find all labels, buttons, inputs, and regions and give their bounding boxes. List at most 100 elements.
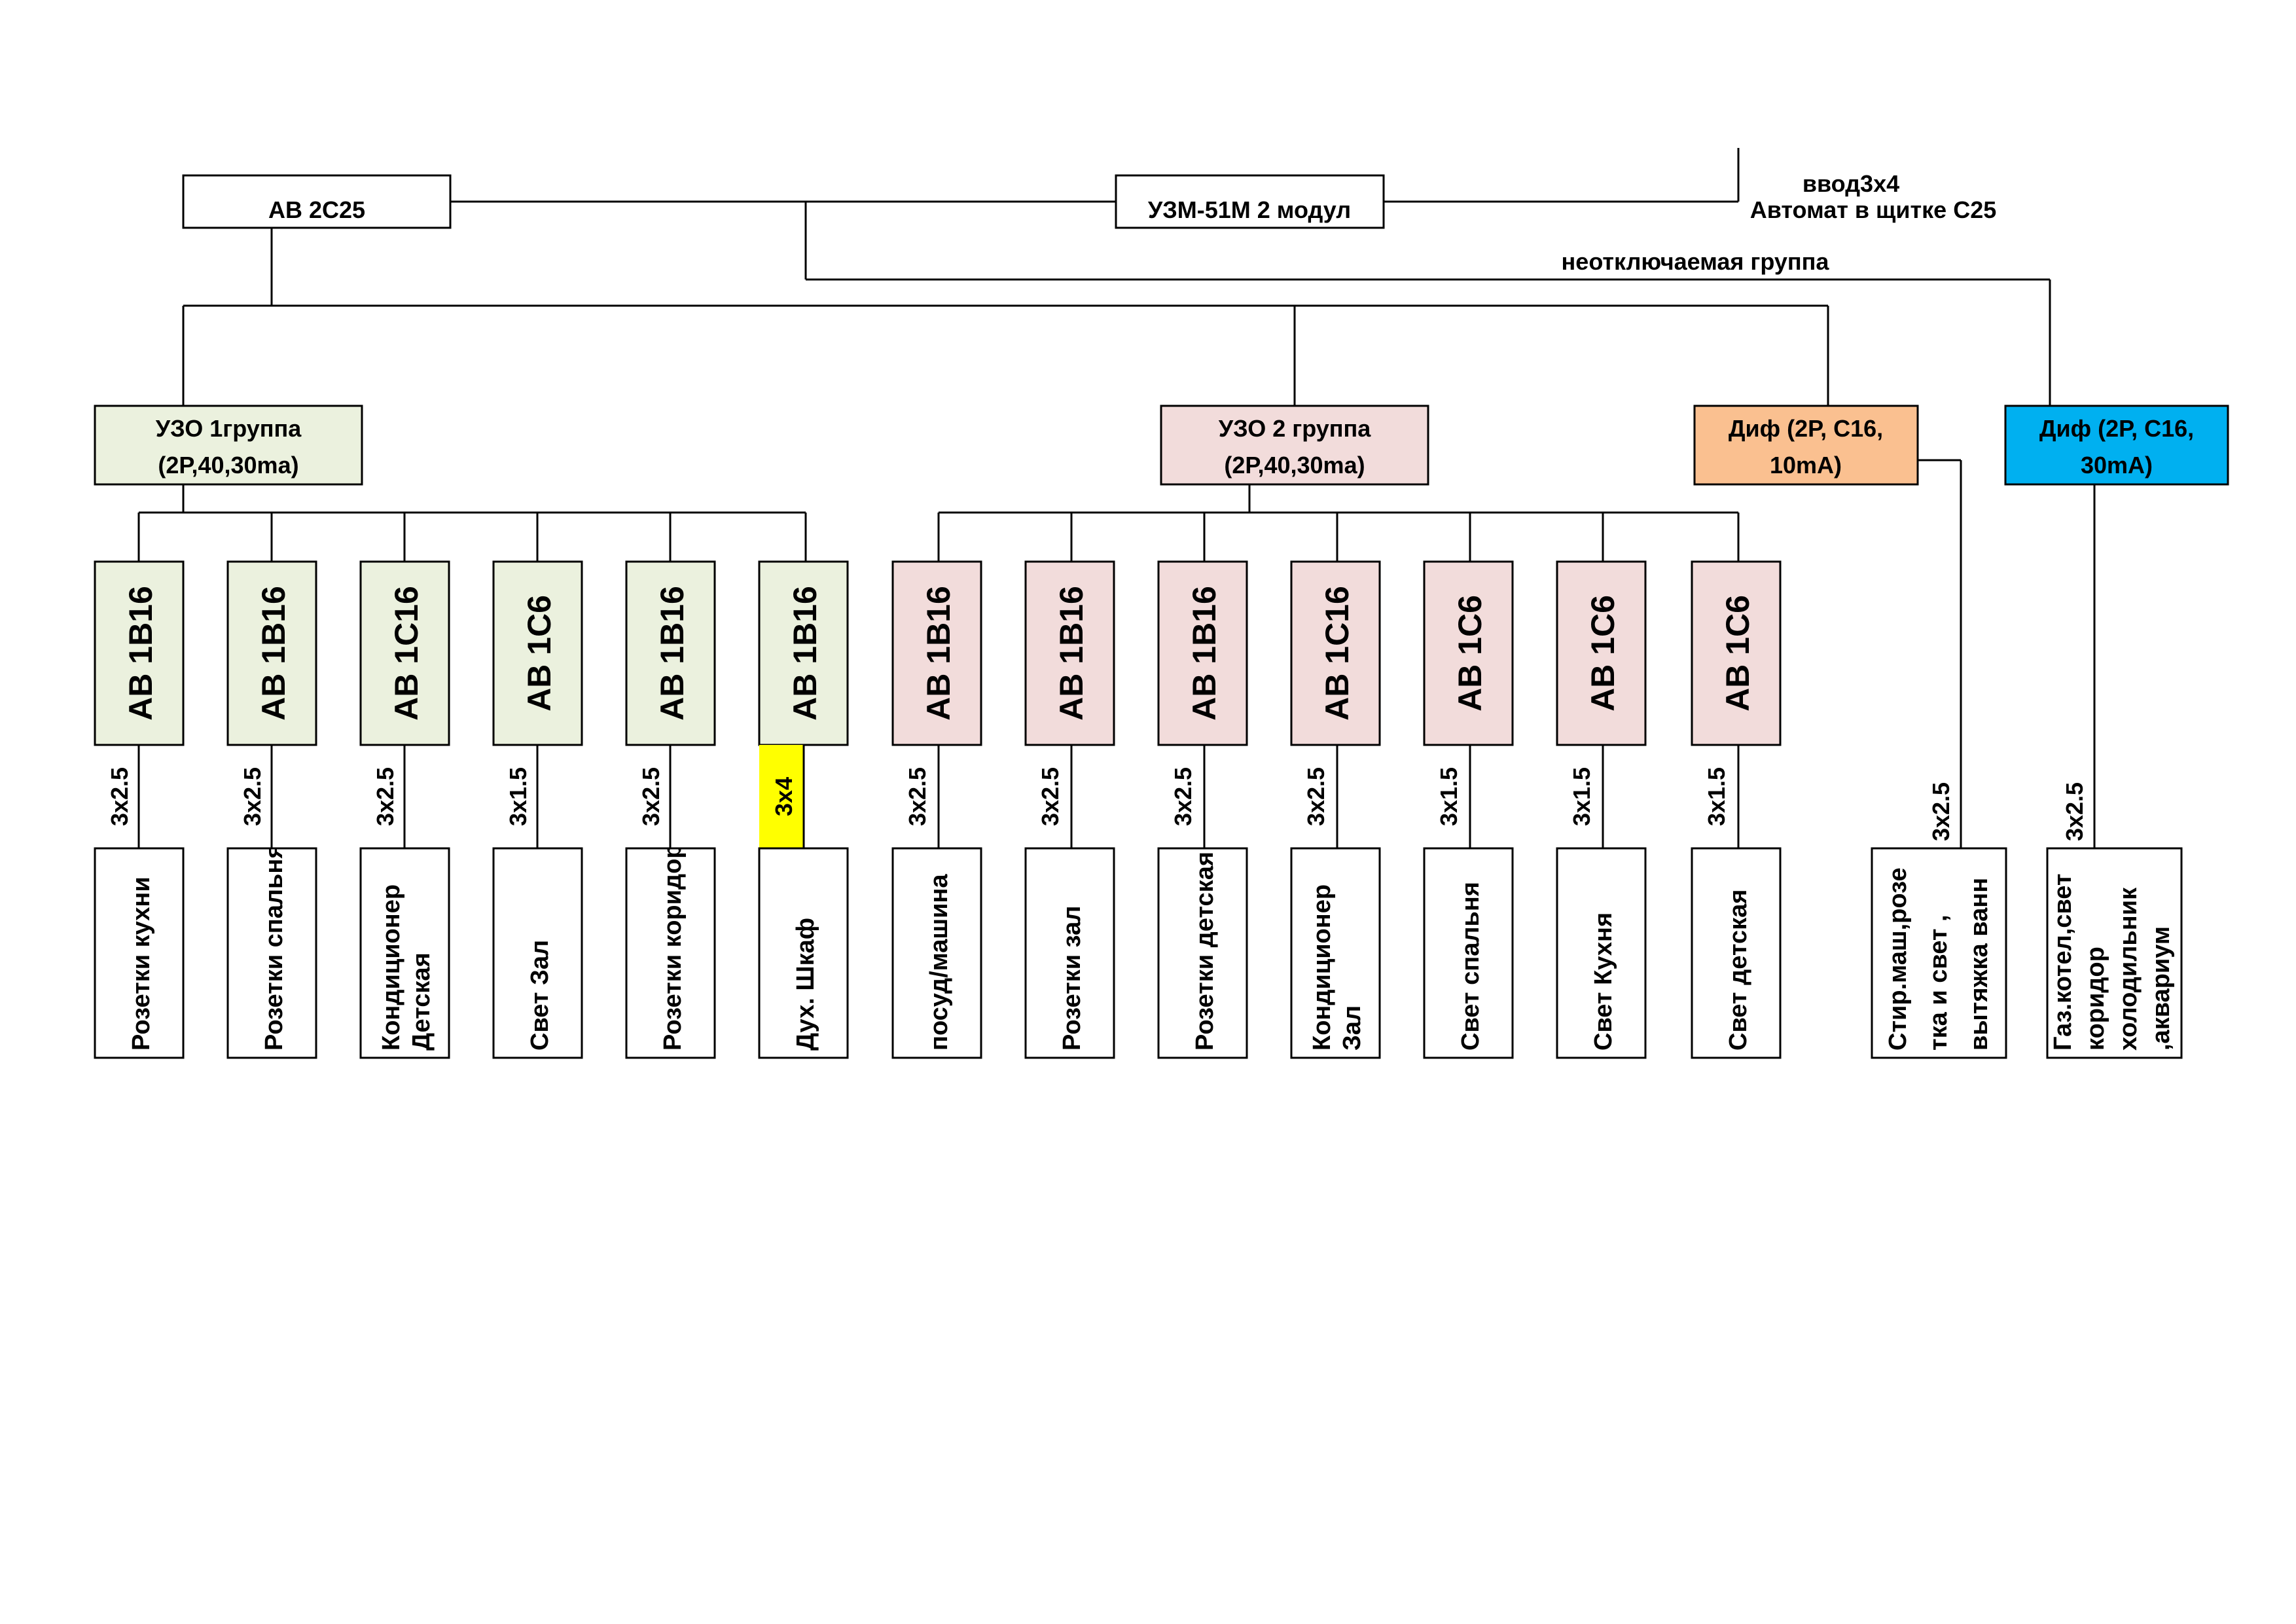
circuit-5: АВ 1В16 3х2.5 Розетки коридор	[625, 513, 716, 1059]
dif-breaker-10ma: Диф (2Р, С16, 10mA)	[1693, 405, 1919, 486]
load-8	[1024, 847, 1115, 1059]
dif-breaker-10ma-title: Диф (2Р, С16,	[1729, 415, 1883, 442]
circuit-9: АВ 1В16 3х2.5 Розетки детская	[1157, 513, 1248, 1059]
dif-load-2-line4: ,аквариум	[2147, 926, 2175, 1051]
load-12-label: Свет Кухня	[1590, 912, 1617, 1051]
cable-6-highlight	[759, 745, 804, 848]
cable-10-label: 3х2.5	[1302, 767, 1329, 826]
load-1-label: Розетки кухни	[128, 876, 155, 1051]
breaker-13-label: АВ 1С6	[1719, 595, 1756, 712]
circuit-1: АВ 1В16 3х2.5 Розетки кухни	[94, 513, 185, 1059]
dif-load-1-line3: вытяжка ванн	[1965, 878, 1993, 1051]
breaker-5-label: АВ 1В16	[654, 586, 691, 721]
circuit-11: АВ 1С6 3х1.5 Свет спальня	[1423, 513, 1514, 1059]
cable-7-label: 3х2.5	[904, 767, 931, 826]
dif-cable-2-label: 3х2.5	[2061, 782, 2088, 841]
load-4-label: Свет Зал	[526, 940, 554, 1051]
input-cable-label: ввод3х4	[1803, 170, 1899, 197]
cable-5-label: 3х2.5	[637, 767, 664, 826]
dif-load-1-line1: Стир.маш,розе	[1884, 867, 1912, 1051]
main-breaker: АВ 2С25	[182, 174, 452, 229]
load-5	[625, 847, 716, 1059]
breaker-2	[226, 560, 317, 746]
dif-load-1	[1871, 847, 2007, 1059]
dif-load-2	[2046, 847, 2183, 1059]
load-1	[94, 847, 185, 1059]
breaker-11-label: АВ 1С6	[1452, 595, 1488, 712]
breaker-9-label: АВ 1В16	[1186, 586, 1223, 721]
rcd-group-2-rating: (2Р,40,30ma)	[1224, 452, 1365, 478]
load-7	[891, 847, 982, 1059]
breaker-9	[1157, 560, 1248, 746]
load-3-label-line1: Кондиционер	[378, 884, 405, 1051]
cable-1-label: 3х2.5	[106, 767, 133, 826]
cable-12-label: 3х1.5	[1568, 767, 1595, 826]
load-13-label: Свет детская	[1725, 890, 1752, 1051]
cable-11-label: 3х1.5	[1435, 767, 1462, 826]
breaker-8-label: АВ 1В16	[1053, 586, 1090, 721]
load-7-label: посуд/машина	[925, 874, 953, 1051]
cable-2-label: 3х2.5	[239, 767, 266, 826]
circuit-3: АВ 1С16 3х2.5 Кондиционер Детская	[359, 513, 450, 1059]
rcd-group-1: УЗО 1группа (2Р,40,30ma)	[94, 405, 363, 486]
breaker-1	[94, 560, 185, 746]
breaker-10-label: АВ 1С16	[1319, 586, 1355, 721]
input-breaker-label: Автомат в щитке С25	[1750, 196, 1997, 223]
load-11-label: Свет спальня	[1457, 882, 1484, 1051]
dif-load-1-line2: тка и свет ,	[1925, 914, 1952, 1051]
dif-breaker-30ma-rating: 30mA)	[2081, 452, 2153, 478]
circuit-4: АВ 1С6 3х1.5 Свет Зал	[492, 513, 583, 1059]
load-11	[1423, 847, 1514, 1059]
load-6	[758, 847, 849, 1059]
load-3	[359, 847, 450, 1059]
cable-4-label: 3х1.5	[505, 767, 531, 826]
load-10-label-line1: Кондиционер	[1308, 884, 1336, 1051]
dif-cable-1-label: 3х2.5	[1928, 782, 1954, 841]
rcd-group-2: УЗО 2 группа (2Р,40,30ma)	[1160, 405, 1429, 486]
dif-circuit-1: 3х2.5 Стир.маш,розе тка и свет , вытяжка…	[1871, 782, 2007, 1059]
load-3-label-line2: Детская	[408, 952, 435, 1051]
breaker-4-label: АВ 1С6	[521, 595, 558, 712]
dif-breaker-30ma: Диф (2Р, С16, 30mA)	[2004, 405, 2229, 486]
load-12	[1556, 847, 1647, 1059]
breaker-2-label: АВ 1В16	[255, 586, 292, 721]
breaker-6	[758, 560, 849, 746]
cable-13-label: 3х1.5	[1703, 767, 1730, 826]
load-2-label: Розетки спальня	[260, 844, 288, 1051]
circuit-8: АВ 1В16 3х2.5 Розетки зал	[1024, 513, 1115, 1059]
rcd-group-1-rating: (2Р,40,30ma)	[158, 452, 298, 478]
breaker-10	[1290, 560, 1381, 746]
cable-9-label: 3х2.5	[1170, 767, 1196, 826]
dif-breaker-30ma-title: Диф (2Р, С16,	[2039, 415, 2194, 442]
breaker-3-label: АВ 1С16	[388, 586, 425, 721]
breaker-4	[492, 560, 583, 746]
breaker-1-label: АВ 1В16	[122, 586, 159, 721]
breaker-7	[891, 560, 982, 746]
load-2	[226, 847, 317, 1059]
rcd-group-1-title: УЗО 1группа	[156, 415, 302, 442]
circuit-13: АВ 1С6 3х1.5 Свет детская	[1691, 513, 1782, 1059]
circuit-6: АВ 1В16 3х4 Дух. Шкаф	[758, 513, 849, 1059]
unswitched-group-label: неотключаемая группа	[1562, 248, 1830, 275]
circuit-12: АВ 1С6 3х1.5 Свет Кухня	[1556, 513, 1647, 1059]
circuit-2: АВ 1В16 3х2.5 Розетки спальня	[226, 513, 317, 1059]
dif-circuit-2: 3х2.5 Газ.котел,свет коридор холодильник…	[2046, 782, 2183, 1059]
breaker-7-label: АВ 1В16	[920, 586, 957, 721]
voltage-relay: УЗМ-51М 2 модул	[1115, 174, 1385, 229]
breaker-8	[1024, 560, 1115, 746]
load-8-label: Розетки зал	[1058, 906, 1086, 1051]
breaker-13	[1691, 560, 1782, 746]
load-9-label: Розетки детская	[1191, 852, 1219, 1051]
dif-breaker-10ma-rating: 10mA)	[1770, 452, 1842, 478]
load-5-label: Розетки коридор	[659, 843, 687, 1051]
cable-3-label: 3х2.5	[372, 767, 399, 826]
dif-load-2-line2: коридор	[2082, 947, 2109, 1051]
load-4	[492, 847, 583, 1059]
circuit-10: АВ 1С16 3х2.5 Кондиционер Зал	[1290, 513, 1381, 1059]
top-feed-wires	[182, 148, 2051, 406]
breaker-3	[359, 560, 450, 746]
breaker-11	[1423, 560, 1514, 746]
load-10-label-line2: Зал	[1338, 1005, 1366, 1051]
load-10	[1290, 847, 1381, 1059]
